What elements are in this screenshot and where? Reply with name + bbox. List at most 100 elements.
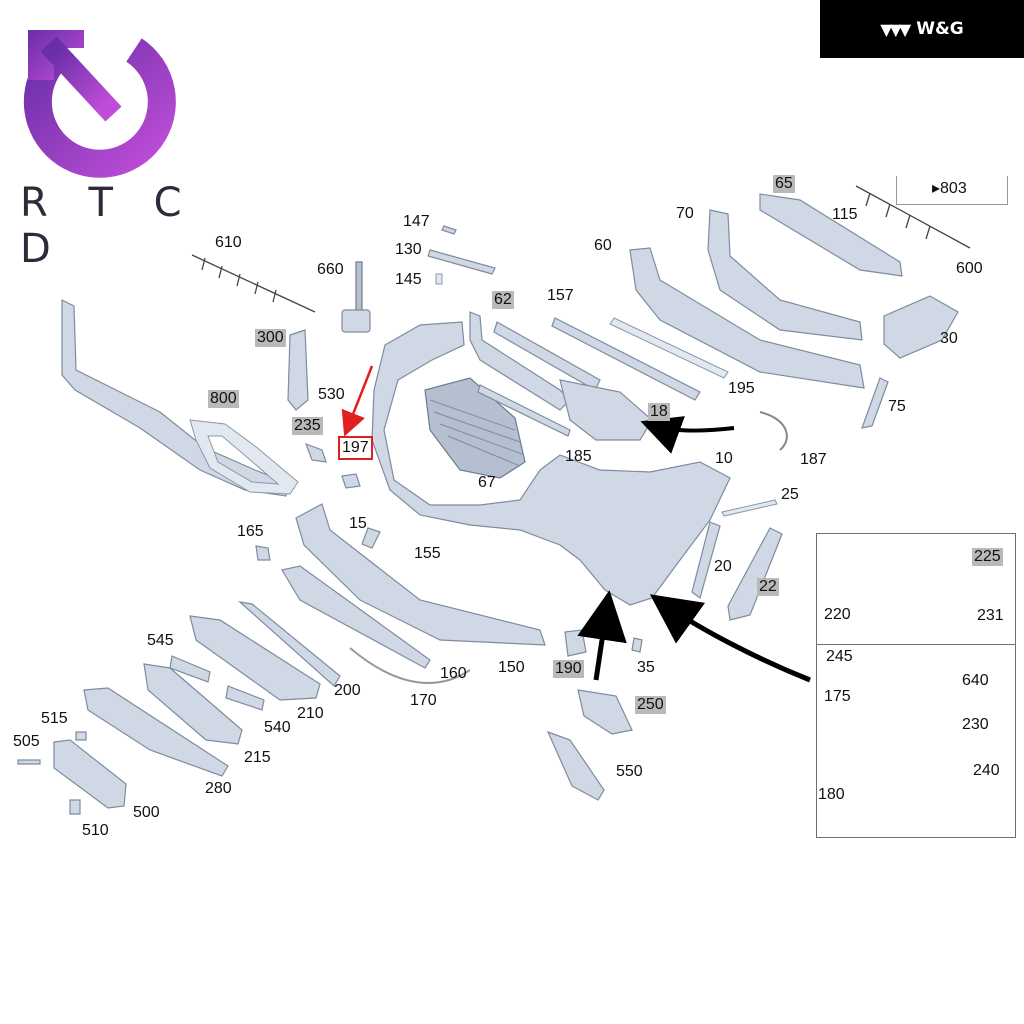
refresh-icon bbox=[23, 30, 176, 178]
part-165-clip bbox=[255, 545, 271, 561]
part-label-147: 147 bbox=[403, 213, 430, 230]
reference-803 bbox=[896, 176, 1008, 205]
part-label-550: 550 bbox=[616, 763, 643, 780]
part-187-wire bbox=[759, 411, 788, 451]
part-147-130-145 bbox=[427, 225, 496, 285]
part-label-65: 65 bbox=[773, 175, 795, 193]
part-label-18: 18 bbox=[648, 403, 670, 421]
part-label-185: 185 bbox=[565, 448, 592, 465]
rtcd-text: R T C D bbox=[20, 180, 196, 272]
part-label-155: 155 bbox=[414, 545, 441, 562]
part-label-220: 220 bbox=[824, 606, 851, 623]
part-label-610: 610 bbox=[215, 234, 242, 251]
part-label-157: 157 bbox=[547, 287, 574, 304]
part-22-trim bbox=[727, 527, 783, 621]
part-30-bracket bbox=[883, 295, 959, 359]
part-label-510: 510 bbox=[82, 822, 109, 839]
part-label-15: 15 bbox=[349, 515, 367, 532]
part-label-200: 200 bbox=[334, 682, 361, 699]
part-label-500: 500 bbox=[133, 804, 160, 821]
part-label-115: 115 bbox=[832, 206, 858, 223]
part-60-carrier bbox=[629, 247, 865, 389]
part-label-195: 195 bbox=[728, 380, 755, 397]
part-label-130: 130 bbox=[395, 241, 422, 258]
part-label-70: 70 bbox=[676, 205, 694, 222]
callout-arrow-250 bbox=[577, 590, 627, 681]
part-label-225: 225 bbox=[972, 548, 1003, 566]
part-label-20: 20 bbox=[714, 558, 732, 575]
part-label-165: 165 bbox=[237, 523, 264, 540]
part-label-30: 30 bbox=[940, 330, 958, 347]
part-67-grille-bars bbox=[429, 399, 523, 467]
part-label-75: 75 bbox=[888, 398, 906, 415]
part-label-62: 62 bbox=[492, 291, 514, 309]
part-160-lip bbox=[281, 565, 431, 669]
part-label-180: 180 bbox=[818, 786, 845, 803]
callout-arrow-197 bbox=[341, 365, 374, 437]
part-label-515: 515 bbox=[41, 710, 68, 727]
part-157b-trim bbox=[551, 317, 701, 401]
part-250-frame bbox=[577, 689, 633, 735]
callout-arrow-18 bbox=[640, 416, 735, 454]
part-label-35: 35 bbox=[637, 659, 655, 676]
part-300-bracket bbox=[287, 329, 309, 411]
part-150-spoiler bbox=[295, 503, 546, 646]
callout-arrow-inset bbox=[649, 594, 811, 683]
part-label-231: 231 bbox=[977, 607, 1004, 624]
part-500-plate-holder bbox=[53, 739, 127, 809]
part-70-frame bbox=[707, 209, 863, 341]
part-610-rail bbox=[191, 254, 316, 313]
part-label-230: 230 bbox=[962, 716, 989, 733]
part-170-strip bbox=[349, 647, 471, 684]
brand-text: W&G bbox=[916, 19, 964, 39]
part-label-600: 600 bbox=[956, 260, 983, 277]
reference-803-label: ▸803 bbox=[932, 180, 967, 197]
part-label-540: 540 bbox=[264, 719, 291, 736]
part-label-300: 300 bbox=[255, 329, 286, 347]
part-label-545: 545 bbox=[147, 632, 174, 649]
part-label-800: 800 bbox=[208, 390, 239, 408]
part-155-clip bbox=[361, 527, 381, 549]
part-280-lower bbox=[83, 687, 229, 777]
part-18-frame bbox=[559, 379, 653, 441]
part-197-clip bbox=[341, 473, 361, 489]
part-67-grille bbox=[424, 377, 526, 479]
part-label-170: 170 bbox=[410, 692, 437, 709]
part-label-640: 640 bbox=[962, 672, 989, 689]
part-label-245: 245 bbox=[826, 648, 853, 665]
part-195-strip bbox=[609, 317, 729, 379]
part-190-clip bbox=[564, 629, 587, 657]
part-label-145: 145 bbox=[395, 271, 422, 288]
part-label-240: 240 bbox=[973, 762, 1000, 779]
part-label-187: 187 bbox=[800, 451, 827, 468]
part-label-505: 505 bbox=[13, 733, 40, 750]
part-label-175: 175 bbox=[824, 688, 851, 705]
part-label-67: 67 bbox=[478, 474, 496, 491]
part-65-bracket bbox=[759, 193, 903, 277]
brand-badge: ▼▼▼ W&G bbox=[820, 0, 1024, 58]
part-label-25: 25 bbox=[781, 486, 799, 503]
part-label-215: 215 bbox=[244, 749, 271, 766]
inset-lower bbox=[816, 644, 1016, 838]
part-550-cover bbox=[546, 730, 605, 801]
part-10-bumper-cover bbox=[371, 321, 731, 606]
part-25-rod bbox=[721, 499, 778, 517]
part-200-strip bbox=[238, 601, 341, 687]
part-label-530: 530 bbox=[318, 386, 345, 403]
part-515-clip bbox=[75, 731, 87, 741]
part-545-bracket bbox=[169, 655, 211, 683]
part-35-clip bbox=[631, 637, 643, 653]
part-540-bracket bbox=[225, 685, 265, 711]
part-600-rail bbox=[855, 185, 971, 249]
part-label-660: 660 bbox=[317, 261, 344, 278]
chevrons-icon: ▼▼▼ bbox=[880, 19, 911, 39]
rtcd-logo: R T C D bbox=[14, 20, 194, 272]
part-235-clip bbox=[304, 442, 327, 463]
part-75-bracket bbox=[861, 377, 889, 429]
part-label-280: 280 bbox=[205, 780, 232, 797]
part-185-trim bbox=[477, 384, 571, 437]
part-660-bracket bbox=[341, 261, 371, 333]
part-label-197: 197 bbox=[338, 436, 373, 460]
part-510-clip bbox=[69, 799, 81, 815]
